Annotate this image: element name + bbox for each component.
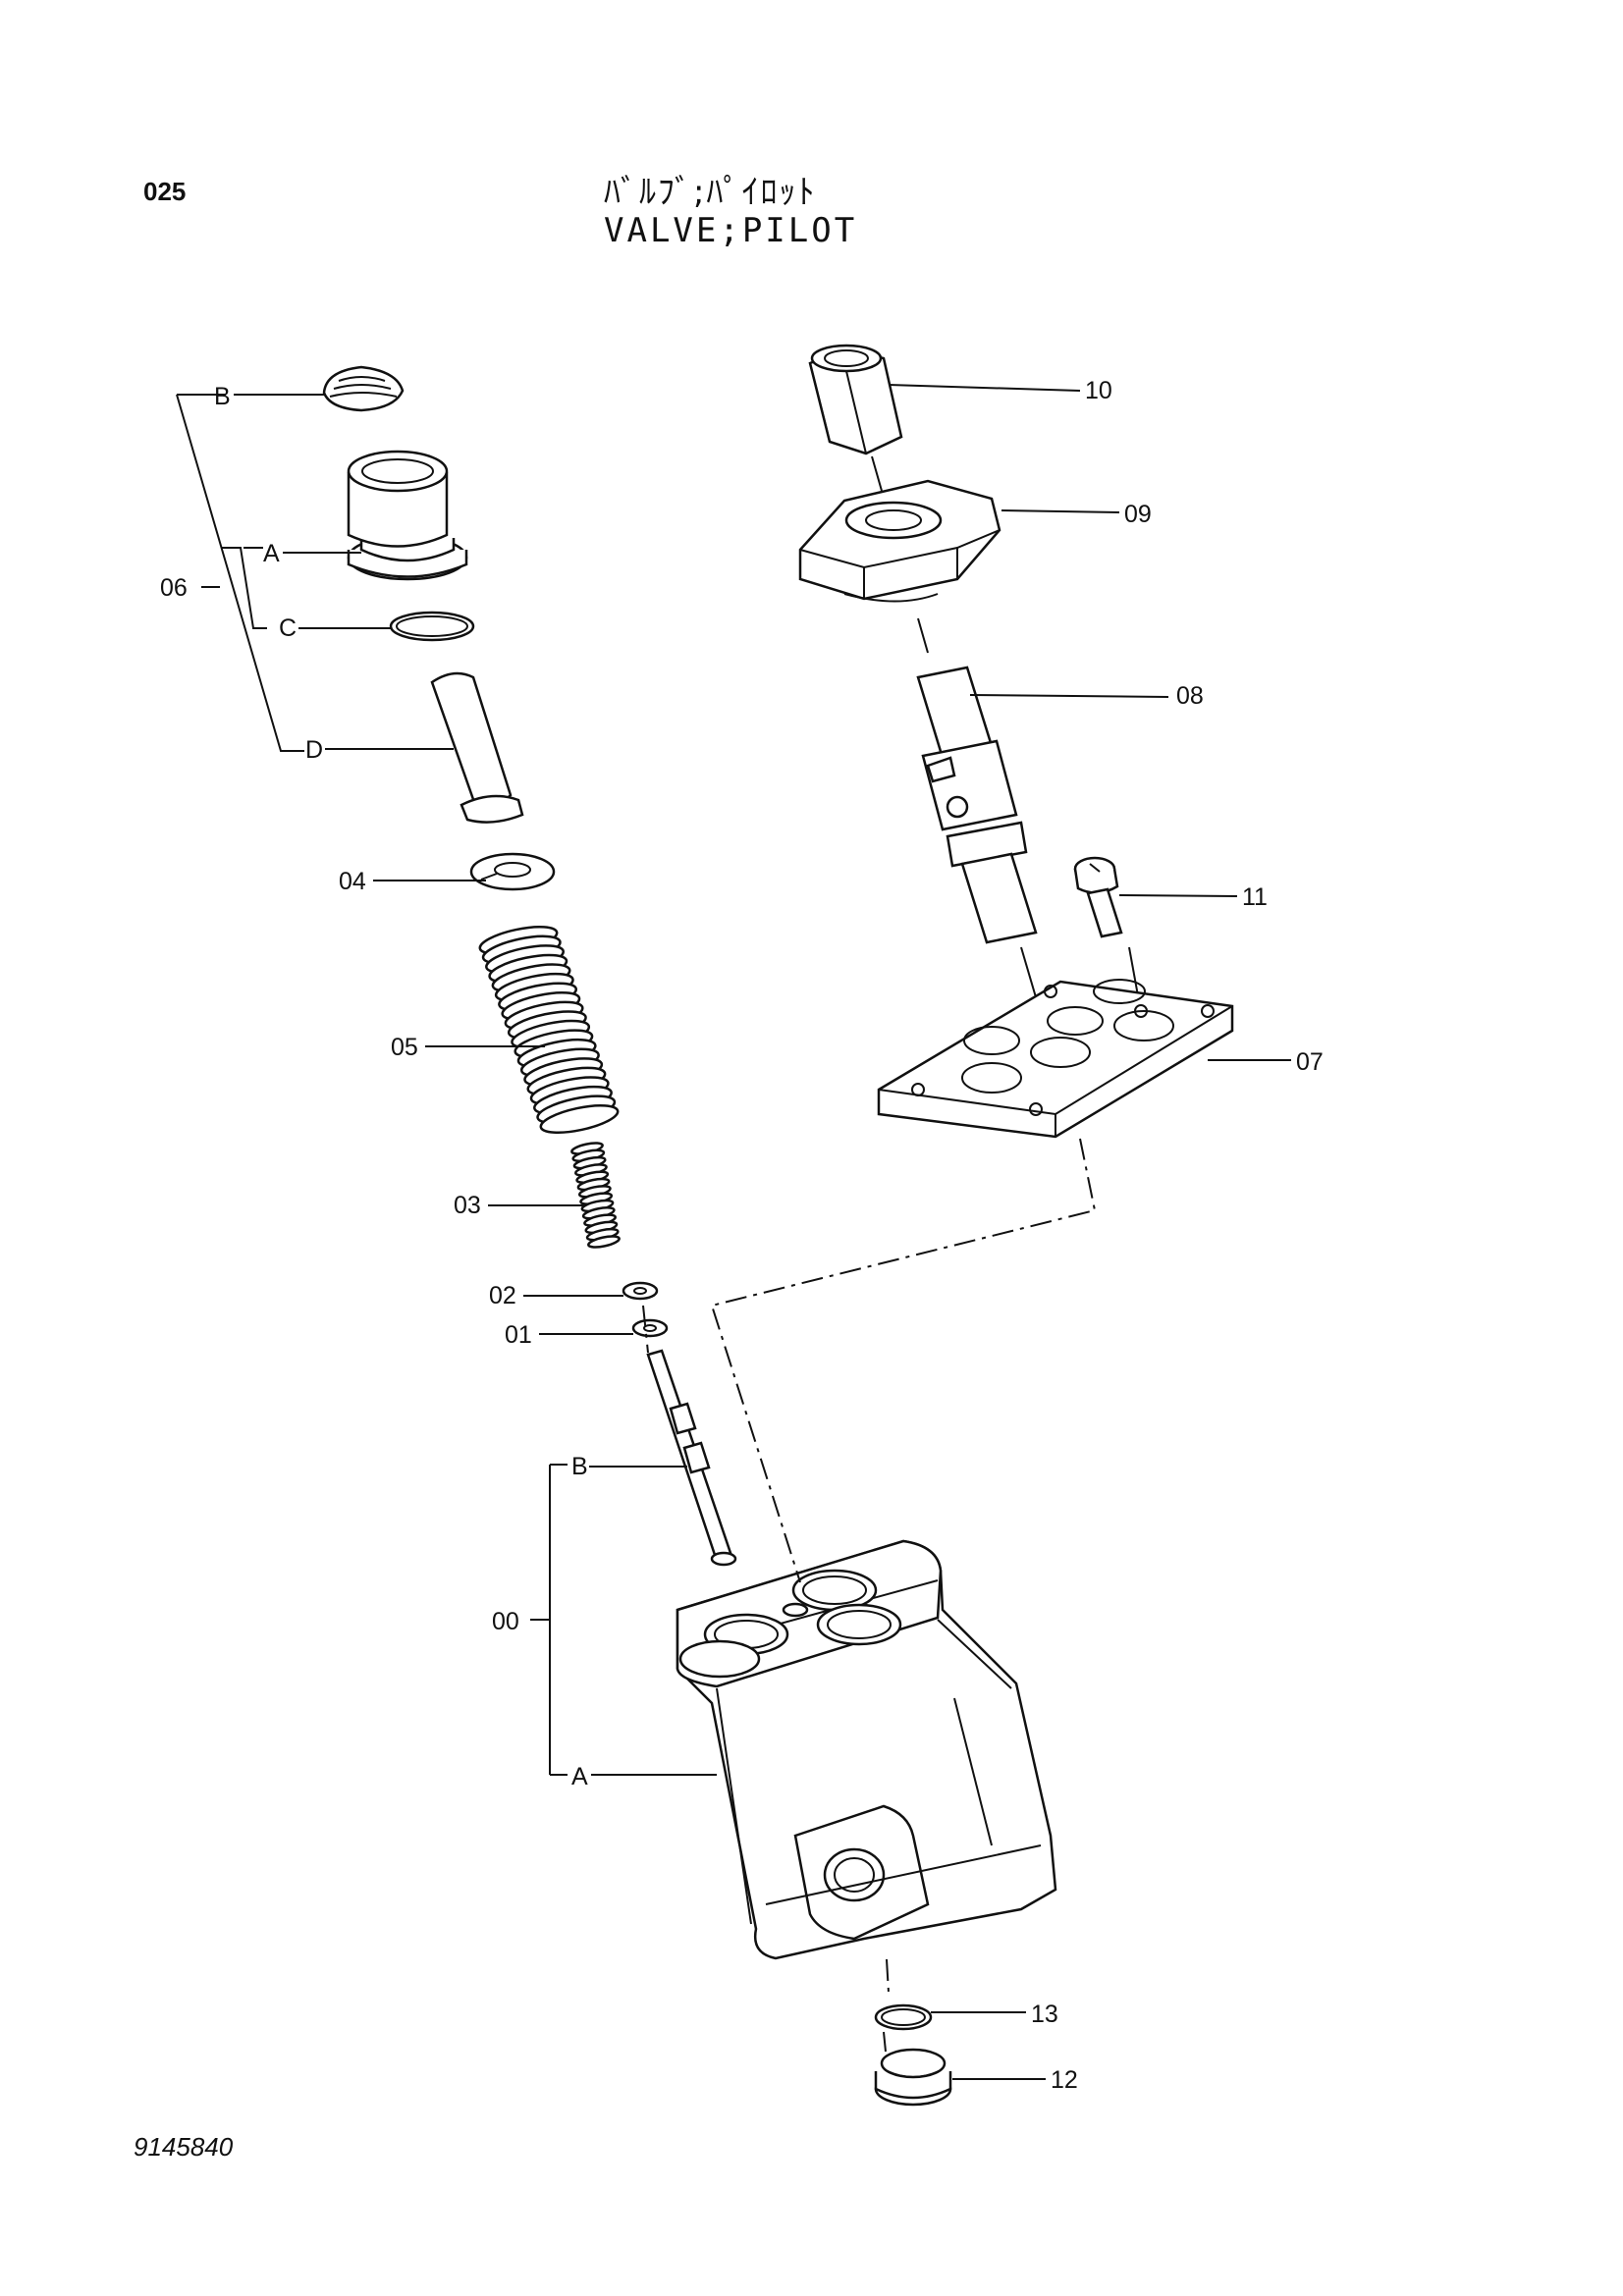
slotted-washer-part xyxy=(469,852,556,891)
document-number: 9145840 xyxy=(134,2132,234,2162)
spool-part xyxy=(646,1349,737,1567)
title-english: VALVE;PILOT xyxy=(604,211,858,250)
large-spring-part xyxy=(478,925,620,1135)
callout-06: 06 xyxy=(160,574,188,602)
plate-part xyxy=(877,979,1234,1139)
callout-13: 13 xyxy=(1031,2001,1058,2028)
callout-09: 09 xyxy=(1124,501,1152,528)
bushing-part xyxy=(347,450,468,581)
callout-00-a: A xyxy=(571,1763,588,1790)
bolt-part xyxy=(1073,856,1123,938)
bracket-06 xyxy=(176,394,304,752)
shim-part xyxy=(631,1318,669,1338)
o-ring-part xyxy=(389,611,475,642)
page-number: 025 xyxy=(143,177,187,206)
callout-00: 00 xyxy=(492,1608,519,1635)
callout-08: 08 xyxy=(1176,682,1204,710)
threaded-rod-part xyxy=(916,666,1038,944)
callout-12: 12 xyxy=(1051,2066,1078,2094)
assembly-centerline xyxy=(710,1138,1097,1583)
spring-coil xyxy=(587,1235,621,1249)
spring-coil xyxy=(539,1103,620,1135)
small-washer-part xyxy=(622,1281,659,1301)
callout-04: 04 xyxy=(339,868,366,895)
callout-10: 10 xyxy=(1085,377,1112,404)
callout-06-a: A xyxy=(263,540,280,567)
callout-07: 07 xyxy=(1296,1048,1324,1076)
title-japanese: ﾊﾞﾙﾌﾞ;ﾊﾟｲﾛｯﾄ xyxy=(604,173,817,212)
callout-06-c: C xyxy=(279,614,297,642)
plug-part xyxy=(874,2048,952,2107)
seal-cap-part xyxy=(322,365,405,412)
flange-part xyxy=(798,479,1001,603)
callout-00-b: B xyxy=(571,1453,588,1480)
hex-nut-part xyxy=(808,344,903,455)
callout-03: 03 xyxy=(454,1192,481,1219)
small-spring-part xyxy=(570,1142,621,1249)
callout-11: 11 xyxy=(1242,883,1268,911)
plunger-part xyxy=(430,671,524,824)
callout-05: 05 xyxy=(391,1034,418,1061)
callout-06-d: D xyxy=(305,736,323,764)
callout-06-b: B xyxy=(214,383,231,410)
valve-body-part xyxy=(676,1539,1057,1960)
callout-01: 01 xyxy=(505,1321,532,1349)
callout-02: 02 xyxy=(489,1282,516,1309)
